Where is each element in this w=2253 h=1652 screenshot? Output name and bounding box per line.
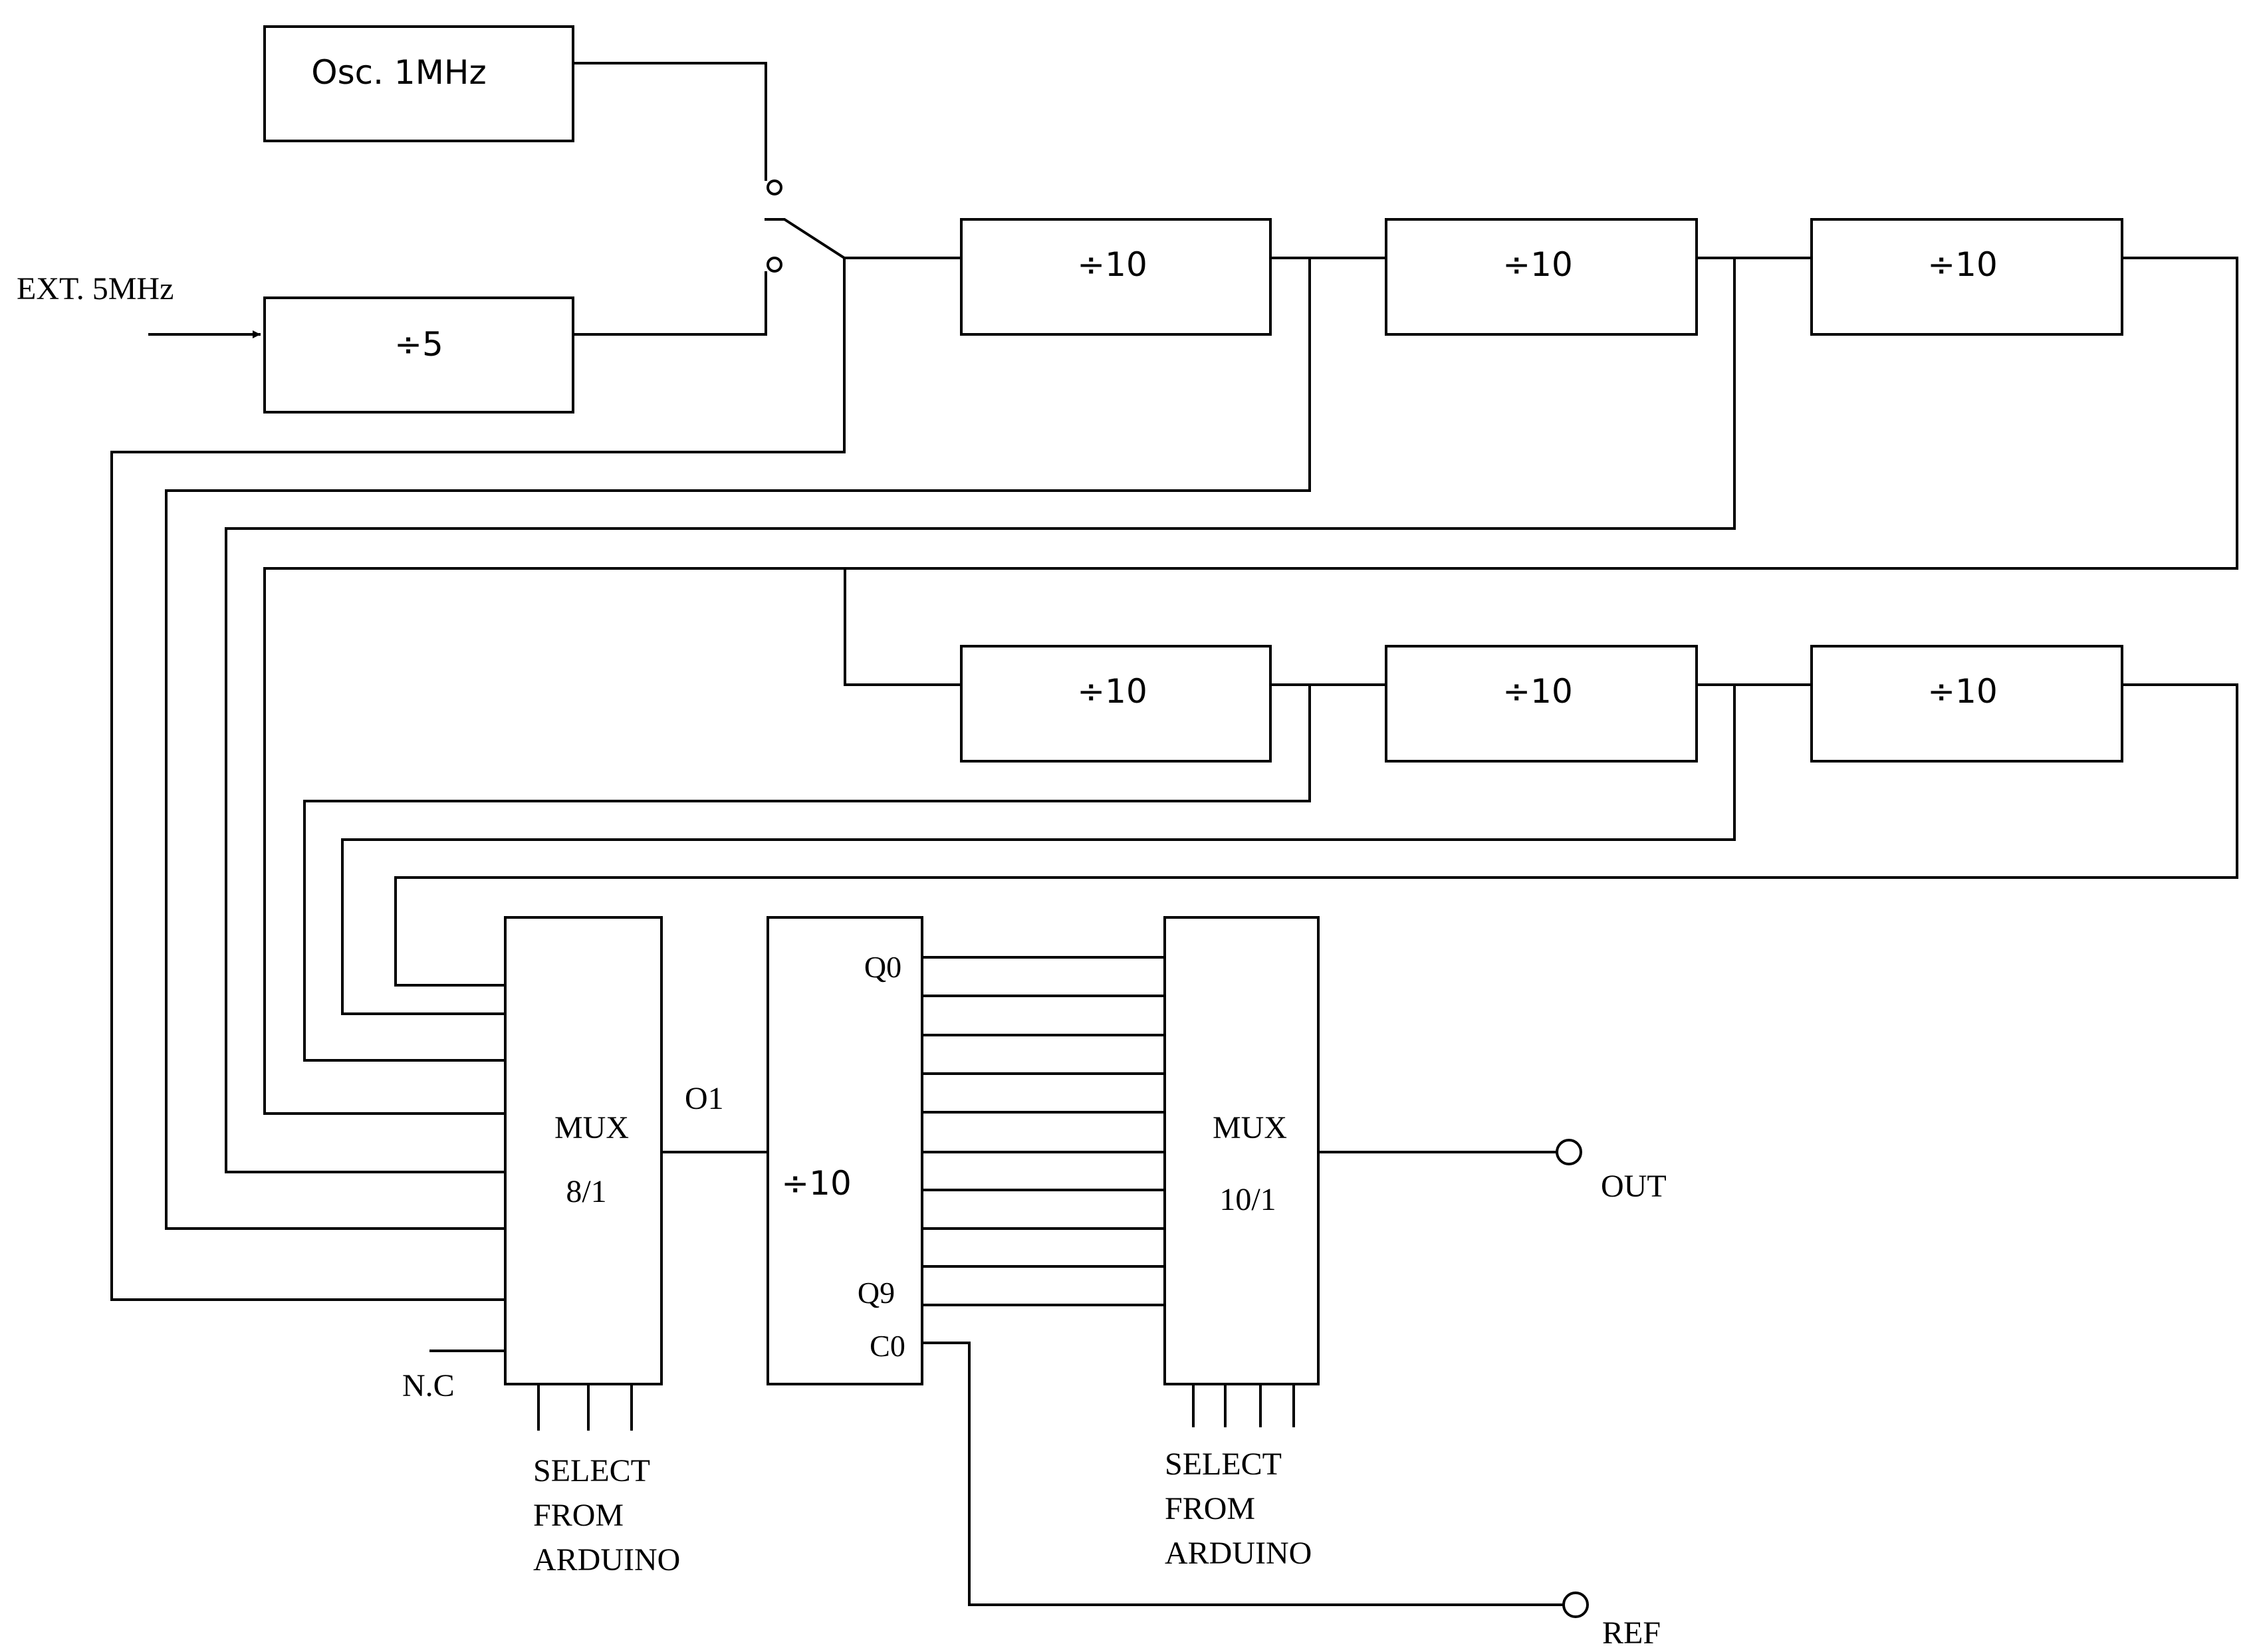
div-bot-2-block: ÷10	[1385, 645, 1698, 763]
mux10-select-text-3: ARDUINO	[1165, 1536, 1312, 1571]
osc-block: Osc. 1MHz	[263, 25, 574, 142]
wire-tap-100khz	[165, 257, 1311, 1230]
mux8-block: MUX 8/1	[504, 916, 663, 1385]
out-terminal	[1556, 1139, 1582, 1165]
mux10-select-text-1: SELECT	[1165, 1447, 1282, 1482]
mux10-block: MUX 10/1	[1163, 916, 1320, 1385]
mux8-select-text-1: SELECT	[533, 1453, 650, 1488]
wire-bot-div3-out	[394, 683, 2238, 987]
wire-div5-to-switch	[572, 271, 767, 336]
switch-blade	[765, 218, 846, 260]
div-top-2-block: ÷10	[1385, 218, 1698, 336]
div-top-3-label: ÷10	[1927, 245, 1998, 284]
counter-q9-label: Q9	[858, 1276, 895, 1310]
counter-carry-label: C0	[870, 1329, 905, 1363]
wire-carry-to-ref	[921, 1342, 1565, 1606]
mux8-select-text-2: FROM	[533, 1498, 624, 1533]
mux8-ratio: 8/1	[566, 1174, 606, 1209]
wire-osc-to-switch	[572, 62, 767, 181]
div-bot-1-block: ÷10	[960, 645, 1272, 763]
div5-label: ÷5	[394, 325, 443, 364]
switch-contact-osc	[767, 179, 782, 195]
mux10-title: MUX	[1213, 1110, 1287, 1145]
nc-label: N.C	[402, 1368, 455, 1403]
div-bot-3-block: ÷10	[1810, 645, 2123, 763]
mux8-select-text-3: ARDUINO	[533, 1542, 680, 1578]
mux8-output-label: O1	[685, 1081, 724, 1116]
counter-label: ÷10	[781, 1164, 852, 1203]
div-top-1-label: ÷10	[1077, 245, 1147, 284]
div-top-1-block: ÷10	[960, 218, 1272, 336]
counter-block: ÷10 Q0 Q9 C0	[767, 916, 923, 1385]
div-top-2-label: ÷10	[1502, 245, 1573, 284]
osc-label: Osc. 1MHz	[311, 53, 486, 92]
wire-tap-1mhz	[110, 257, 846, 1301]
div-bot-2-label: ÷10	[1502, 672, 1573, 711]
switch-contact-div5	[767, 257, 782, 273]
div-top-3-block: ÷10	[1810, 218, 2123, 336]
ref-label: REF	[1602, 1615, 1661, 1651]
div5-block: ÷5	[263, 296, 574, 413]
counter-q0-label: Q0	[864, 950, 901, 984]
ext-input-label: EXT. 5MHz	[17, 271, 174, 306]
out-label: OUT	[1601, 1169, 1667, 1204]
wire-top-div3-out	[263, 257, 2238, 1115]
wire-to-bottom-chain	[844, 567, 963, 686]
wires	[110, 62, 2238, 1606]
wire-tap-10hz	[341, 683, 1736, 1015]
mux10-select-text-2: FROM	[1165, 1491, 1255, 1526]
div-bot-1-label: ÷10	[1077, 672, 1147, 711]
wire-tap-100hz	[303, 683, 1311, 1062]
div-bot-3-label: ÷10	[1927, 672, 1998, 711]
ref-terminal	[1562, 1592, 1589, 1618]
mux10-ratio: 10/1	[1219, 1182, 1276, 1217]
wire-tap-10khz	[225, 257, 1736, 1173]
mux8-title: MUX	[554, 1110, 629, 1145]
